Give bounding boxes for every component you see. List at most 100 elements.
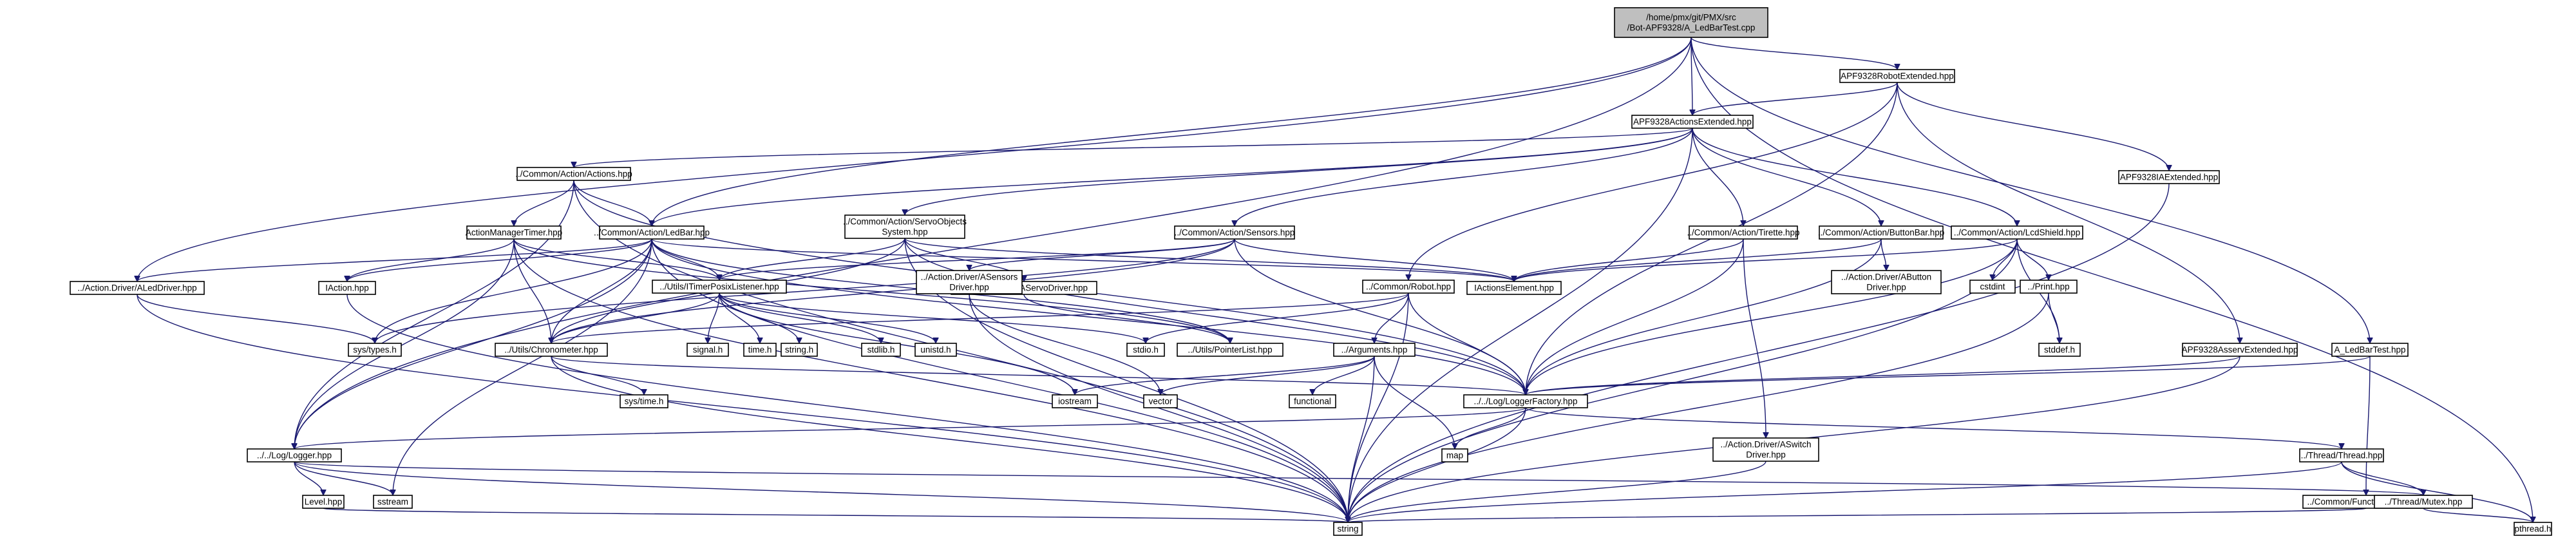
edge-logfactory-to-thread <box>1525 407 2342 450</box>
edge-arguments-to-functional <box>1312 356 1375 395</box>
node-mutex[interactable]: ../Thread/Mutex.hpp <box>2374 495 2473 509</box>
node-ledbartest[interactable]: A_LedBarTest.hpp <box>2331 343 2409 357</box>
edge-ledbar-to-iactelem <box>651 238 1514 282</box>
node-iactelem[interactable]: IActionsElement.hpp <box>1466 281 1562 295</box>
node-itimer[interactable]: ../Utils/ITimerPosixListener.hpp <box>652 280 787 294</box>
edge-sensors-to-iactelem <box>1234 238 1514 282</box>
edge-sensors-to-asensors <box>969 238 1235 271</box>
edge-root-to-aleddriver <box>137 37 1692 281</box>
edge-itimer-to-signal <box>708 292 720 343</box>
node-pthread: pthread.h <box>2514 522 2552 536</box>
node-label-iaext: APF9328IAExtended.hpp <box>2120 173 2218 182</box>
edge-actext-to-sensors <box>1235 128 1693 226</box>
node-box-robot <box>1362 280 1455 294</box>
edge-servoobj-to-iactelem <box>904 238 1514 282</box>
edge-actions-to-logger <box>294 180 574 449</box>
node-buttonbar[interactable]: ../Common/Action/ButtonBar.hpp <box>1818 225 1945 240</box>
node-label-sstream: sstream <box>377 497 408 507</box>
edge-actext-to-lcdshield <box>1692 128 2017 226</box>
edge-arguments-to-map <box>1374 356 1455 449</box>
edge-root-to-ledbar <box>652 37 1692 226</box>
node-actions[interactable]: ../Common/Action/Actions.hpp <box>515 167 632 181</box>
node-level[interactable]: Level.hpp <box>302 495 345 509</box>
node-aleddriver[interactable]: ../Action.Driver/ALedDriver.hpp <box>70 281 205 295</box>
node-tirette[interactable]: ../Common/Action/Tirette.hpp <box>1687 225 1800 240</box>
node-root[interactable]: /home/pmx/git/PMX/src/Bot-APF9328/A_LedB… <box>1614 7 1768 38</box>
edge-amtimer-to-itimer <box>513 238 719 281</box>
node-box-aleddriver <box>70 281 205 295</box>
node-plist[interactable]: ../Utils/PointerList.hpp <box>1177 343 1283 357</box>
edge-amtimer-to-string <box>513 238 1348 522</box>
node-label-sensors: ../Common/Action/Sensors.hpp <box>1175 228 1295 238</box>
edge-lcdshield-to-print <box>2016 238 2049 281</box>
node-systime: sys/time.h <box>620 394 668 408</box>
edge-functest-to-string <box>1348 508 2367 522</box>
node-iostream: iostream <box>1052 394 1098 408</box>
node-actext[interactable]: APF9328ActionsExtended.hpp <box>1631 115 1754 129</box>
edge-logger-to-mutex <box>294 461 2423 496</box>
node-iaction[interactable]: IAction.hpp <box>318 281 376 295</box>
edge-ledbar-to-logger <box>294 238 652 449</box>
node-label-asensors: ../Action.Driver/ASensors <box>921 272 1018 282</box>
node-label-arguments: ../Arguments.hpp <box>1341 345 1408 355</box>
node-arguments[interactable]: ../Arguments.hpp <box>1333 343 1416 357</box>
node-box-logger <box>247 448 342 462</box>
node-box-abutton <box>1831 270 1942 294</box>
node-label-abutton: ../Action.Driver/AButton <box>1841 272 1931 282</box>
node-systypes: sys/types.h <box>348 343 402 357</box>
edge-robotext-to-actext <box>1692 82 1898 116</box>
node-box-unistd <box>914 343 957 357</box>
node-asservext[interactable]: APF9328AsservExtended.hpp <box>2182 343 2298 357</box>
node-stdlib: stdlib.h <box>861 343 901 357</box>
node-iaext[interactable]: APF9328IAExtended.hpp <box>2118 170 2220 184</box>
edge-robotext-to-robot <box>1408 82 1898 280</box>
edge-tirette-to-logfactory <box>1526 238 1744 395</box>
node-logfactory[interactable]: ../../Log/LoggerFactory.hpp <box>1463 394 1588 408</box>
edge-aleddriver-to-string <box>137 294 1348 522</box>
node-lcdshield[interactable]: ../Common/Action/LcdShield.hpp <box>1951 225 2083 240</box>
edge-actions-to-string <box>573 180 1348 522</box>
edge-aswitch-to-string <box>1348 461 1766 523</box>
edge-tirette-to-iactelem <box>1514 238 1744 282</box>
edges-layer <box>137 37 2533 522</box>
edge-robot-to-logfactory <box>1408 292 1526 395</box>
node-amtimer[interactable]: ActionManagerTimer.hpp <box>466 225 562 240</box>
node-label-lcdshield: ../Common/Action/LcdShield.hpp <box>1954 228 2081 238</box>
edge-actext-to-string <box>1348 128 1693 522</box>
node-label-servoobj: System.hpp <box>882 227 927 237</box>
node-box-print <box>2020 280 2078 294</box>
node-ledbar[interactable]: ../Common/Action/LedBar.hpp <box>594 225 710 240</box>
node-box-asensors <box>916 270 1023 294</box>
edge-chrono-to-string <box>551 356 1348 522</box>
node-sensors[interactable]: ../Common/Action/Sensors.hpp <box>1174 225 1295 240</box>
node-box-asservext <box>2182 343 2298 357</box>
node-box-robotext <box>1839 69 1955 83</box>
edge-root-to-logger <box>294 37 1692 449</box>
edge-actions-to-amtimer <box>514 180 574 227</box>
edge-robot-to-chrono <box>551 292 1409 344</box>
node-print[interactable]: ../Print.hpp <box>2020 280 2078 294</box>
node-functional: functional <box>1289 394 1336 408</box>
node-chrono[interactable]: ../Utils/Chronometer.hpp <box>495 343 608 357</box>
node-label-robotext: APF9328RobotExtended.hpp <box>1841 71 1954 81</box>
edge-buttonbar-to-logfactory <box>1526 238 1882 395</box>
edge-actions-to-ledbar <box>573 180 652 227</box>
node-label-asservext: APF9328AsservExtended.hpp <box>2182 345 2298 355</box>
node-thread[interactable]: ../Thread/Thread.hpp <box>2299 448 2384 462</box>
node-robotext[interactable]: APF9328RobotExtended.hpp <box>1839 69 1955 83</box>
node-robot[interactable]: ../Common/Robot.hpp <box>1362 280 1455 294</box>
node-box-pthread <box>2514 522 2552 536</box>
edge-logger-to-sstream <box>294 461 393 496</box>
node-box-functional <box>1289 394 1336 408</box>
node-label-level: Level.hpp <box>305 497 343 507</box>
node-label-actions: ../Common/Action/Actions.hpp <box>515 169 632 179</box>
edge-lcdshield-to-logfactory <box>1526 238 2018 395</box>
edge-root-to-ledbartest <box>1690 37 2370 343</box>
node-logger[interactable]: ../../Log/Logger.hpp <box>247 448 342 462</box>
node-box-systime <box>620 394 668 408</box>
